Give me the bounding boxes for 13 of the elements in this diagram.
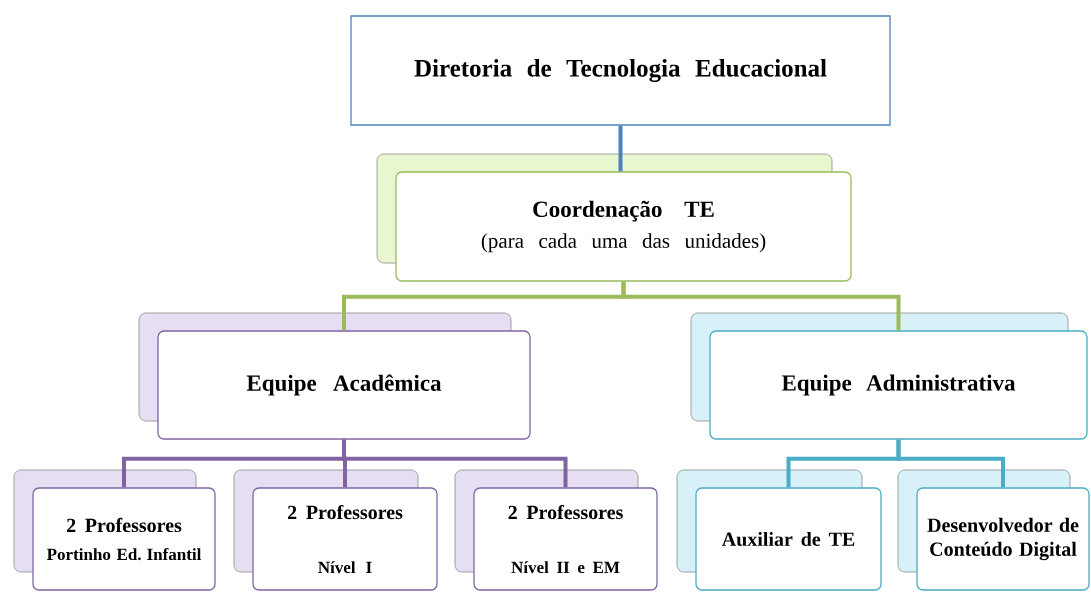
team-box: Equipe Administrativa bbox=[690, 312, 1088, 440]
connector-line bbox=[896, 439, 1005, 488]
coordination-box: Coordenação TE (para cada uma das unidades) bbox=[376, 153, 852, 282]
connector-line bbox=[342, 439, 568, 488]
connector-line bbox=[618, 125, 623, 172]
role-box: Desenvolvedor de Conteúdo Digital bbox=[897, 469, 1090, 591]
connector-line bbox=[621, 281, 901, 331]
role-box: 2 Professores Nível I bbox=[233, 469, 438, 591]
role-box: 2 Professores Portinho Ed. Infantil bbox=[13, 469, 216, 591]
role-box: 2 Professores Nível II e EM bbox=[454, 469, 658, 591]
title-box: Diretoria de Tecnologia Educacional bbox=[350, 15, 891, 126]
team-box: Equipe Acadêmica bbox=[138, 312, 531, 440]
role-box: Auxiliar de TE bbox=[676, 469, 882, 591]
